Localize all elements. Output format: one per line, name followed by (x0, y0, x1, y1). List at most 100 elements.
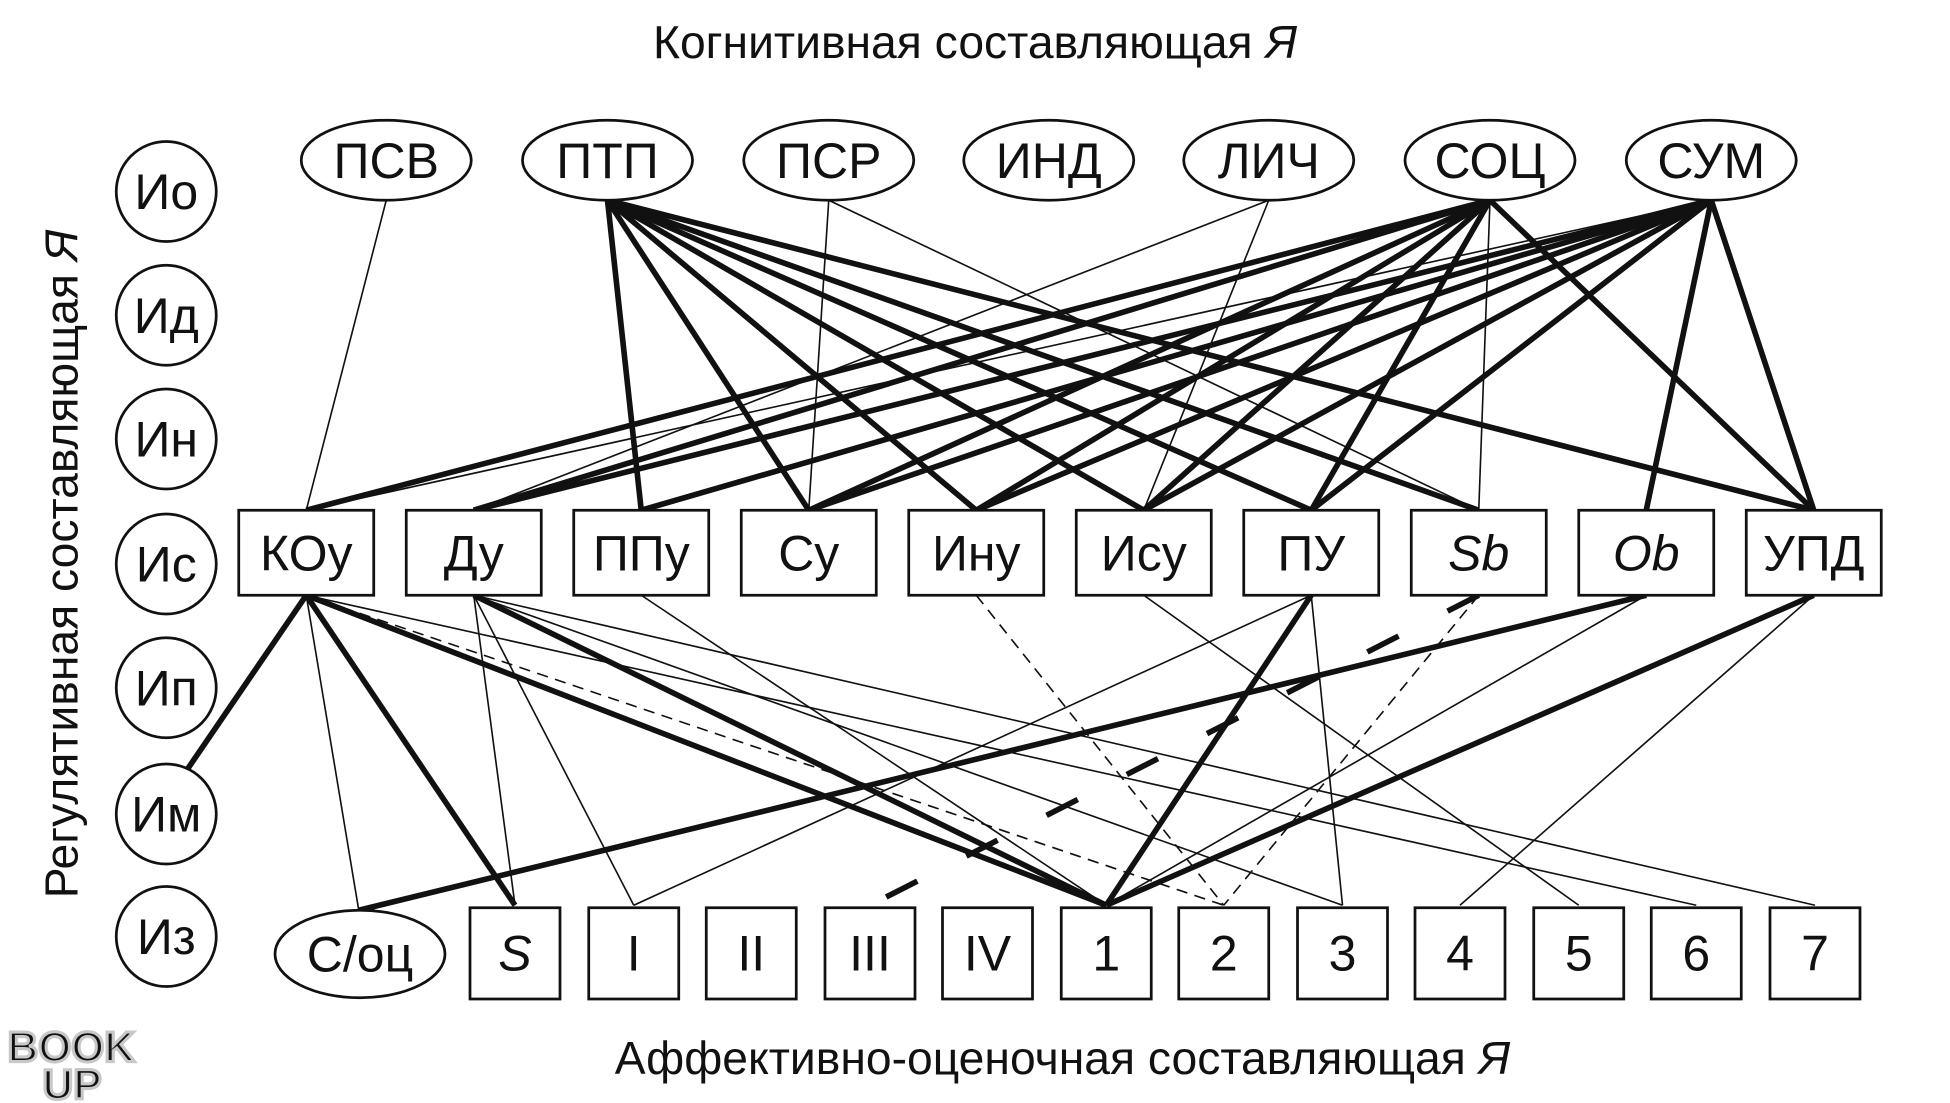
box-kou-label: КОу (260, 525, 352, 581)
box-roman-1-label: I (627, 925, 641, 981)
ellipse-s-oc: С/оц (273, 908, 447, 1000)
edge-37-thick (472, 592, 1108, 908)
edge-28-thick (1708, 199, 1817, 512)
box-pu-label: ПУ (1277, 525, 1345, 581)
edge-17-thick (1308, 198, 1493, 512)
connection-lines (182, 197, 1817, 913)
edge-16-thick (1141, 198, 1492, 513)
edge-24-thick (975, 197, 1713, 513)
box-3-label: 3 (1329, 925, 1357, 981)
cognitive-component-title: Когнитивная составляющая Я (653, 16, 1297, 68)
regulatory-circles: Ио Ид Ин Ис Ип Им Из (114, 140, 218, 988)
box-pu: ПУ (1242, 508, 1381, 597)
edge-44-thin (633, 594, 1312, 906)
edge-3-thick (605, 198, 979, 513)
box-su: Су (739, 508, 878, 597)
edge-35-thin (472, 595, 516, 906)
ellipse-sum: СУМ (1624, 118, 1798, 202)
circle-iz-label: Из (137, 909, 196, 965)
box-isu-label: Ису (1101, 525, 1187, 581)
box-roman-2: II (704, 906, 798, 1001)
circle-in-label: Ин (134, 412, 198, 468)
box-ob: Ob (1577, 508, 1716, 597)
box-du-label: Ду (444, 525, 504, 581)
watermark-line-1: BOOK (8, 1025, 136, 1072)
edge-12-thick (305, 197, 1491, 513)
edge-31-thick (303, 593, 518, 907)
edge-27-thick (1643, 199, 1715, 511)
box-4-label: 4 (1446, 925, 1474, 981)
box-ob-label: Ob (1613, 525, 1680, 581)
edge-13-thick (472, 197, 1491, 513)
bottom-row: С/оц S I II III IV 1 2 3 4 5 6 7 (273, 906, 1862, 1001)
edge-43-thick (1103, 593, 1314, 907)
edge-18-thin (1477, 200, 1491, 511)
box-6: 6 (1649, 906, 1743, 1001)
circle-is: Ис (114, 512, 218, 616)
box-upd: УПД (1744, 508, 1883, 597)
edge-6-thick (606, 197, 1480, 513)
box-1: 1 (1059, 906, 1153, 1001)
edge-33-dashed (305, 594, 1225, 907)
cognitive-ellipses: ПСВ ПТП ПСР ИНД ЛИЧ СОЦ СУМ (299, 118, 1798, 202)
edge-25-thick (1142, 197, 1713, 513)
edge-32-thick (305, 592, 1108, 908)
circle-io: Ио (114, 140, 218, 243)
ellipse-soc-label: СОЦ (1435, 133, 1546, 189)
edge-49-thin (1105, 594, 1647, 906)
ellipse-sum-label: СУМ (1657, 133, 1765, 189)
box-sb-label: Sb (1448, 525, 1509, 581)
box-4: 4 (1413, 906, 1507, 1001)
box-s: S (468, 906, 562, 1001)
edge-23-thick (807, 197, 1713, 513)
box-roman-3: III (823, 906, 917, 1001)
edge-11-thin (1142, 199, 1270, 511)
edge-5-thick (606, 197, 1313, 513)
edge-4-thick (606, 197, 1146, 513)
edge-14-thick (807, 197, 1492, 513)
box-s-label: S (498, 925, 531, 981)
affective-component-title: Аффективно-оценочная составляющая Я (615, 1032, 1511, 1084)
edge-29-thick (182, 593, 309, 775)
watermark-logo: BOOK UP (6, 1023, 137, 1103)
edge-36-thin (473, 594, 635, 906)
box-5: 5 (1532, 906, 1626, 1001)
ellipse-ind-label: ИНД (996, 133, 1102, 189)
circle-ip: Ип (114, 636, 218, 740)
ellipse-psv-label: ПСВ (334, 133, 439, 189)
box-5-label: 5 (1565, 925, 1593, 981)
ellipse-soc: СОЦ (1403, 118, 1577, 202)
box-7-label: 7 (1801, 925, 1829, 981)
edge-42-thin (1143, 594, 1580, 906)
edge-21-thick (473, 197, 1712, 513)
edge-41-dashed (975, 594, 1225, 906)
edge-26-thick (1309, 198, 1713, 513)
box-roman-4-label: IV (964, 925, 1012, 981)
edge-7-thick (606, 197, 1815, 513)
middle-boxes: КОу Ду ППу Су Ину Ису ПУ Sb Ob УПД (237, 508, 1883, 597)
ellipse-ptp: ПТП (521, 118, 694, 202)
ellipse-psv: ПСВ (299, 118, 473, 202)
box-su-label: Су (778, 525, 839, 581)
box-kou: КОу (237, 508, 376, 597)
ellipse-psr-label: ПСР (776, 133, 881, 189)
edge-39-thin (473, 594, 1816, 907)
box-3: 3 (1296, 906, 1389, 1001)
box-1-label: 1 (1092, 925, 1120, 981)
edge-47-dashed (1223, 594, 1480, 906)
edge-0-thin (305, 200, 388, 511)
ellipse-ind: ИНД (962, 118, 1136, 202)
box-du: Ду (404, 508, 543, 597)
box-sb: Sb (1409, 508, 1548, 597)
box-upd-label: УПД (1763, 525, 1865, 581)
watermark-line-2: UP (43, 1062, 102, 1103)
box-roman-3-label: III (849, 925, 891, 981)
box-inu-label: Ину (932, 525, 1021, 581)
edge-30-thin (305, 595, 360, 911)
edge-46-longdash (868, 592, 1481, 908)
edge-19-thick (1488, 198, 1816, 513)
circle-iz: Из (114, 885, 218, 988)
edge-2-thick (605, 198, 812, 512)
box-roman-4: IV (941, 906, 1034, 1001)
box-6-label: 6 (1682, 925, 1710, 981)
